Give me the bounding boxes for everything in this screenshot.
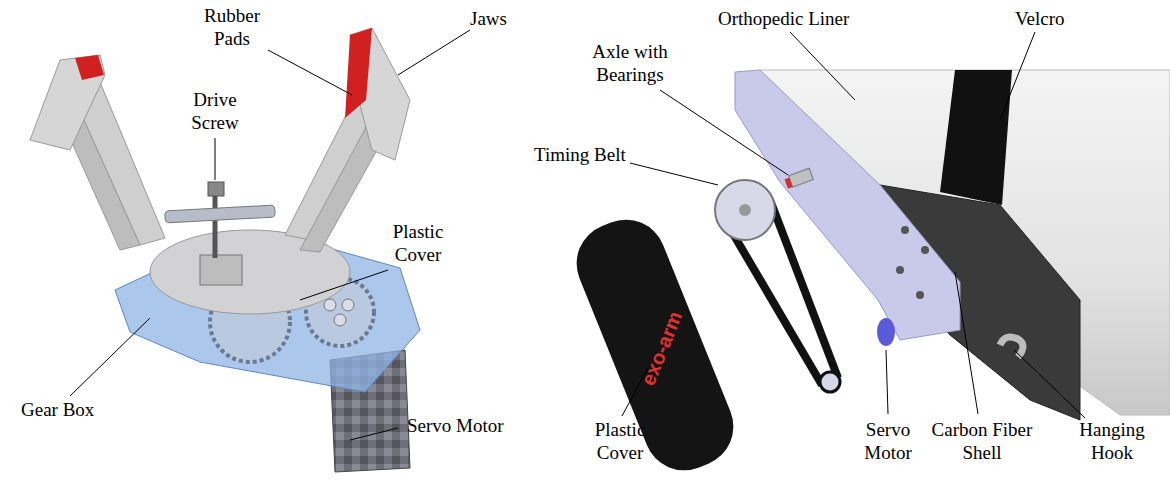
part-label: Rubber Pads [196, 4, 268, 50]
leader-line [350, 428, 398, 440]
pulley [715, 180, 775, 240]
leader-line [790, 32, 855, 100]
drive-screw [213, 192, 218, 258]
axle [789, 168, 814, 187]
part-label: Gear Box [21, 398, 94, 421]
leader-line [1014, 350, 1085, 418]
plastic-cover [565, 208, 746, 480]
crossbar [165, 205, 275, 223]
leader-line [300, 270, 388, 300]
part-label: Servo Motor [854, 418, 922, 464]
leader-line [660, 90, 788, 175]
rubber-pad [75, 55, 104, 80]
leader-line [886, 350, 888, 414]
part-label: Timing Belt [534, 143, 626, 166]
leader-line [268, 50, 352, 95]
exo-arm-illustration [565, 70, 1170, 480]
part-label: Jaws [470, 7, 507, 30]
servo-motor [877, 318, 895, 346]
part-label: Axle with Bearings [584, 40, 676, 86]
leader-line [1000, 32, 1035, 120]
part-label: Velcro [1015, 7, 1065, 30]
leader-line [215, 138, 216, 180]
part-label: Hanging Hook [1071, 418, 1153, 464]
leader-line [955, 272, 978, 414]
velcro [940, 70, 1012, 205]
timing-belt [770, 200, 838, 378]
rubber-pad [345, 28, 372, 118]
nut-block [200, 255, 242, 285]
pulley [820, 372, 840, 392]
jaw [30, 55, 105, 150]
part-label: Plastic Cover [584, 418, 656, 464]
part-label: Orthopedic Liner [718, 7, 849, 30]
part-label: Servo Motor [407, 414, 504, 437]
screw-nut [208, 182, 224, 196]
hanging-hook [1000, 337, 1023, 357]
leader-lines [70, 30, 1085, 440]
part-label: Plastic Cover [382, 220, 454, 266]
part-label: Drive Screw [181, 88, 249, 134]
leader-line [630, 163, 718, 185]
leader-line [398, 30, 470, 75]
leader-line [70, 318, 150, 396]
part-label: Carbon Fiber Shell [924, 418, 1040, 464]
